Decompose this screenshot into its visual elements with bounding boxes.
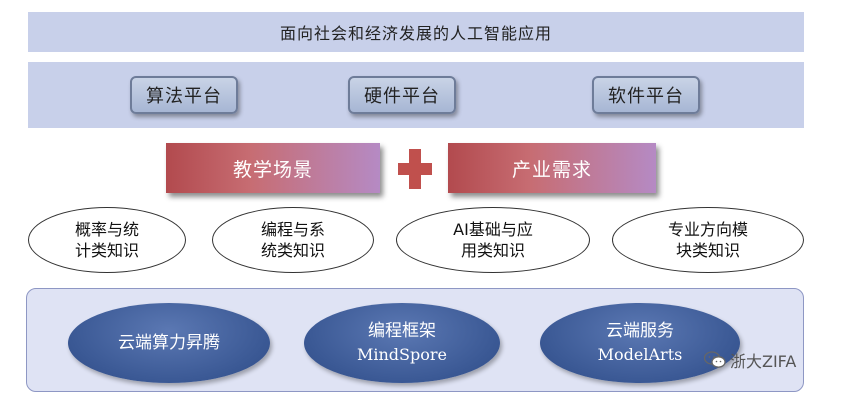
plus-icon — [398, 149, 432, 189]
software-platform-box: 软件平台 — [592, 76, 700, 114]
knowledge-specialization-modules: 专业方向模块类知识 — [612, 207, 804, 273]
knowledge-ai-fundamentals: AI基础与应用类知识 — [396, 207, 590, 273]
application-layer-title: 面向社会和经济发展的人工智能应用 — [279, 24, 552, 43]
mindspore-framework-ellipse: 编程框架 MindSpore — [304, 303, 500, 383]
teaching-scenario-box: 教学场景 — [166, 143, 380, 193]
industry-demand-box: 产业需求 — [448, 143, 656, 193]
algorithm-platform-box: 算法平台 — [130, 76, 238, 114]
knowledge-probability-statistics: 概率与统计类知识 — [28, 207, 186, 273]
application-layer-band: 面向社会和经济发展的人工智能应用 — [28, 12, 804, 52]
platform-layer-band: 算法平台 硬件平台 软件平台 — [28, 62, 804, 128]
wechat-icon — [704, 351, 726, 368]
modelarts-service-ellipse: 云端服务 ModelArts — [540, 303, 740, 383]
hardware-platform-box: 硬件平台 — [348, 76, 456, 114]
cloud-compute-ascend-ellipse: 云端算力昇腾 — [68, 303, 270, 383]
knowledge-programming-systems: 编程与系统类知识 — [212, 207, 374, 273]
watermark-text: 浙大ZIFA — [730, 352, 797, 371]
watermark: 浙大ZIFA — [704, 348, 796, 372]
